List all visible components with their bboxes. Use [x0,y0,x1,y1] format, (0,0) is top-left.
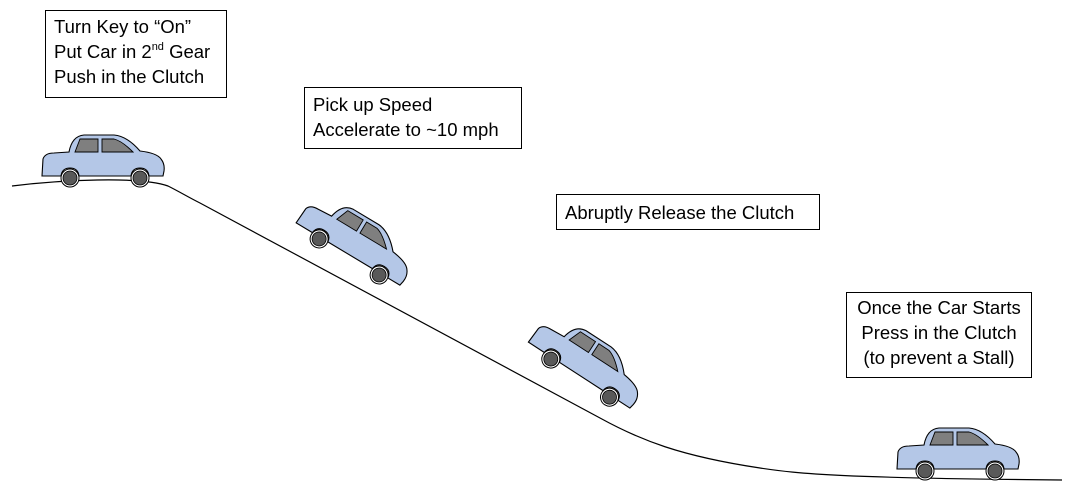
step-1-line-1: Turn Key to “On” [54,16,192,37]
step-4-line-3: (to prevent a Stall) [863,347,1015,368]
car-icon [896,427,1020,481]
step-1-line-3: Push in the Clutch [54,66,205,87]
step-1-note: Turn Key to “On” Put Car in 2nd Gear Pus… [45,10,227,98]
step-2-line-2: Accelerate to ~10 mph [313,119,499,140]
step-4-line-1: Once the Car Starts [857,297,1021,318]
step-3-line-1: Abruptly Release the Clutch [565,202,795,223]
step-4-line-2: Press in the Clutch [861,322,1017,343]
step-1-line-2: Put Car in 2 [54,41,152,62]
step-2-note: Pick up Speed Accelerate to ~10 mph [304,87,522,149]
car-icon [289,187,423,296]
car-icon [41,134,165,188]
step-1-superscript: nd [151,40,164,53]
step-4-note: Once the Car Starts Press in the Clutch … [846,292,1032,378]
step-1-line-2-suffix: Gear [163,41,211,62]
step-3-note: Abruptly Release the Clutch [556,194,820,230]
car-icon [521,307,654,419]
step-2-line-1: Pick up Speed [313,94,433,115]
